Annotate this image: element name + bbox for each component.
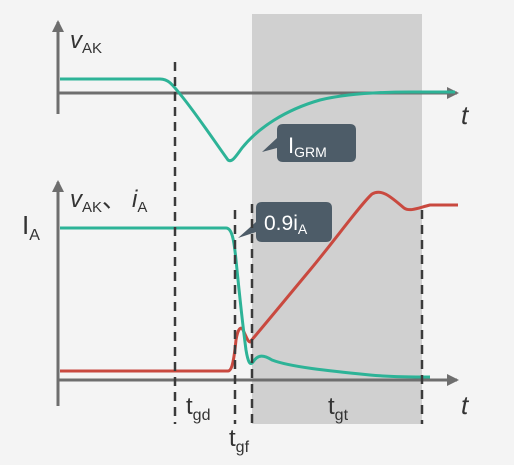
ia-90-callout: 0.9iA (238, 202, 332, 242)
ia-level-label: IA (22, 210, 40, 244)
svg-text:0.9iA: 0.9iA (264, 212, 308, 237)
igrm-callout: IGRM (262, 124, 356, 162)
bottom-vak-curve (60, 190, 458, 373)
top-x-label: t (461, 100, 470, 130)
tgd-label: tgd (186, 393, 210, 424)
bottom-y-label: vAK、iA (70, 186, 147, 216)
svg-text:IGRM: IGRM (288, 133, 327, 160)
top-y-label: vAK (70, 27, 102, 57)
tgf-label: tgf (229, 425, 250, 456)
bottom-x-label: t (461, 390, 470, 420)
tgt-label: tgt (328, 393, 349, 424)
top-vak-curve (60, 77, 455, 163)
